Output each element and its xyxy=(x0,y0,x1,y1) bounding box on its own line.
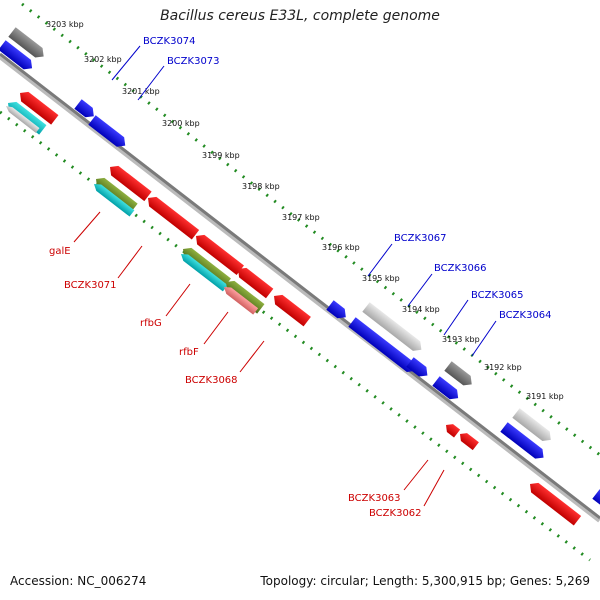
scale-label: 3201 kbp xyxy=(122,87,160,96)
leader-line xyxy=(239,340,265,373)
cds-bczk3068[interactable] xyxy=(270,291,311,327)
leader-line xyxy=(407,273,433,307)
leader-line xyxy=(203,311,229,345)
leader-line xyxy=(403,459,429,491)
gene-label-bczk3065[interactable]: BCZK3065 xyxy=(471,290,524,301)
leader-line xyxy=(423,469,445,507)
scale-label: 3193 kbp xyxy=(442,335,480,344)
scale-label: 3197 kbp xyxy=(282,213,320,222)
cog-teal-galE xyxy=(94,184,135,217)
gene-label-bczk3066[interactable]: BCZK3066 xyxy=(434,263,487,274)
cds-bczk3064[interactable] xyxy=(500,422,547,462)
gene-label-bczk3063[interactable]: BCZK3063 xyxy=(348,493,401,504)
cog-pink-rfbF xyxy=(224,287,259,315)
cog-teal-rfbG xyxy=(181,254,228,292)
gene-label-bczk3062[interactable]: BCZK3062 xyxy=(369,508,422,519)
cds-rfbF[interactable] xyxy=(234,264,274,299)
leader-line xyxy=(117,245,143,279)
leader-line xyxy=(471,320,497,357)
leader-line xyxy=(367,243,393,277)
gene-label-bczk3067[interactable]: BCZK3067 xyxy=(394,233,447,244)
gene-label-bczk3073[interactable]: BCZK3073 xyxy=(167,56,220,67)
gene-label-bczk3071[interactable]: BCZK3071 xyxy=(64,280,117,291)
cds-reverse-3191[interactable] xyxy=(526,479,582,526)
cds-forward-3200[interactable] xyxy=(88,115,129,150)
cds-bczk3074[interactable] xyxy=(0,40,36,73)
cds-bczk3067[interactable] xyxy=(348,317,419,375)
feature-gray-bczk3065 xyxy=(444,361,472,386)
cog-olive-rfbF xyxy=(226,280,265,314)
map-title: Bacillus cereus E33L, complete genome xyxy=(160,8,440,24)
cog-olive-rfbG xyxy=(183,247,231,288)
cds-bczk3063[interactable] xyxy=(443,421,461,438)
cds-bczk3062[interactable] xyxy=(457,430,479,451)
feature-gray-3203 xyxy=(8,27,44,58)
scale-label: 3202 kbp xyxy=(84,55,122,64)
gene-label-bczk3068[interactable]: BCZK3068 xyxy=(185,375,238,386)
inner-dotted-ring xyxy=(0,110,591,562)
leader-line xyxy=(165,283,191,317)
cds-rfbG[interactable] xyxy=(192,231,244,275)
feature-lightgray-bczk3067 xyxy=(362,302,422,351)
leader-line xyxy=(111,45,141,81)
scale-label: 3200 kbp xyxy=(162,119,200,128)
cds-bczk3073[interactable] xyxy=(74,99,97,121)
cds-bczk3066[interactable] xyxy=(406,357,431,380)
scale-label: 3196 kbp xyxy=(322,243,360,252)
scale-label: 3195 kbp xyxy=(362,274,400,283)
scale-label: 3198 kbp xyxy=(242,182,280,191)
cds-bczk3071[interactable] xyxy=(144,193,200,240)
scale-label: 3192 kbp xyxy=(484,363,522,372)
outer-dotted-ring xyxy=(21,2,600,457)
gene-label-bczk3064[interactable]: BCZK3064 xyxy=(499,310,552,321)
feature-lightgray-bczk3064 xyxy=(512,408,551,441)
scale-label: 3199 kbp xyxy=(202,151,240,160)
gene-label-bczk3074[interactable]: BCZK3074 xyxy=(143,36,196,47)
gene-label-galE[interactable]: galE xyxy=(49,246,71,257)
gene-label-rfbF[interactable]: rfbF xyxy=(179,347,199,358)
cds-forward-edge[interactable] xyxy=(592,489,600,511)
leader-line xyxy=(137,65,165,101)
scale-label: 3191 kbp xyxy=(526,392,564,401)
cds-forward-3195[interactable] xyxy=(326,300,349,322)
scale-label: 3203 kbp xyxy=(46,20,84,29)
scale-label: 3194 kbp xyxy=(402,305,440,314)
cog-gray-3201 xyxy=(6,106,40,133)
cog-olive-galE xyxy=(96,177,138,214)
genome-summary-label: Topology: circular; Length: 5,300,915 bp… xyxy=(260,574,590,588)
leader-line xyxy=(443,299,469,336)
cds-bczk3065[interactable] xyxy=(432,376,461,403)
cds-galE[interactable] xyxy=(106,162,152,202)
leader-line xyxy=(73,211,101,243)
cds-reverse-3201[interactable] xyxy=(16,88,59,125)
gene-label-rfbG[interactable]: rfbG xyxy=(140,318,162,329)
accession-label: Accession: NC_006274 xyxy=(10,574,147,588)
